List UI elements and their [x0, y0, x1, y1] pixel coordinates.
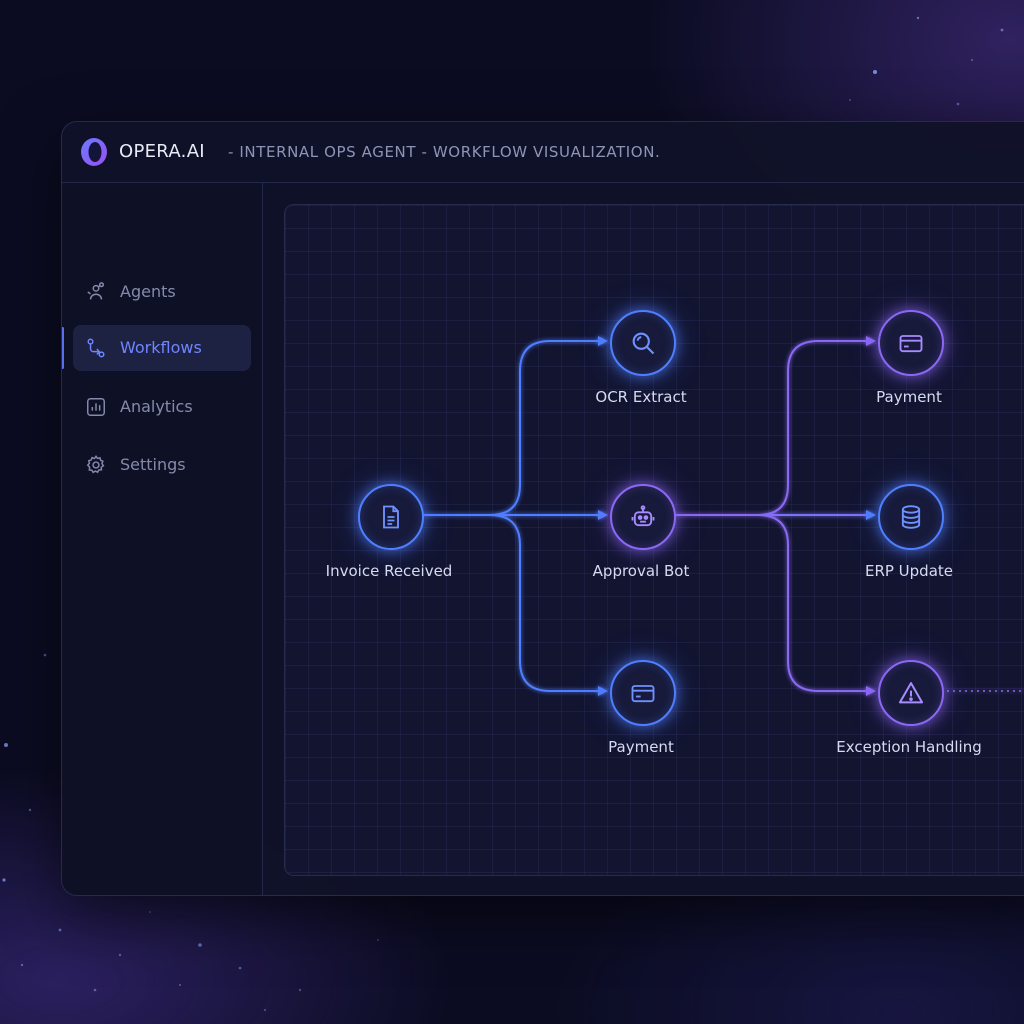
node-label: Exception Handling — [836, 738, 982, 756]
sidebar-item-label: Analytics — [120, 397, 193, 416]
sidebar-item-label: Settings — [120, 455, 186, 474]
title-bar: OPERA.AI - INTERNAL OPS AGENT - WORKFLOW… — [62, 122, 1024, 183]
analytics-icon — [87, 398, 105, 416]
node-exception-handling[interactable] — [878, 660, 944, 726]
node-label: Invoice Received — [325, 562, 453, 580]
edge-invoice-ocr — [423, 336, 608, 516]
database-icon — [901, 505, 921, 529]
workflow-canvas[interactable]: Invoice Received OCR Extract Approval Bo… — [284, 204, 1024, 876]
sidebar-item-workflows[interactable]: Workflows — [62, 325, 251, 371]
node-ocr-extract[interactable] — [610, 310, 676, 376]
agents-icon — [87, 282, 105, 300]
search-icon — [632, 332, 655, 355]
node-invoice-received[interactable] — [358, 484, 424, 550]
window-subtitle: - INTERNAL OPS AGENT - WORKFLOW VISUALIZ… — [228, 143, 661, 161]
workflow-connections — [423, 336, 1024, 696]
credit-card-icon — [899, 335, 923, 353]
app-brand: OPERA.AI — [119, 141, 205, 162]
edge-approval-payment — [675, 336, 876, 516]
node-payment-right[interactable] — [878, 310, 944, 376]
node-payment-middle[interactable] — [610, 660, 676, 726]
node-label: Payment — [608, 738, 674, 756]
warning-icon — [898, 682, 924, 704]
sidebar-item-settings[interactable]: Settings — [73, 442, 251, 488]
node-approval-bot[interactable] — [610, 484, 676, 550]
robot-icon — [631, 505, 655, 527]
sidebar-item-label: Agents — [120, 282, 176, 301]
active-indicator — [62, 327, 64, 369]
gear-icon — [86, 455, 105, 474]
node-erp-update[interactable] — [878, 484, 944, 550]
sidebar-item-label: Workflows — [120, 338, 202, 357]
edge-approval-exception — [675, 514, 876, 696]
sidebar-item-analytics[interactable]: Analytics — [73, 384, 251, 430]
edge-invoice-payment — [423, 514, 608, 696]
document-icon — [383, 505, 399, 529]
node-label: OCR Extract — [595, 388, 687, 406]
credit-card-icon — [631, 685, 655, 703]
workflow-icon — [87, 338, 105, 358]
node-label: Approval Bot — [592, 562, 690, 580]
app-window: OPERA.AI - INTERNAL OPS AGENT - WORKFLOW… — [61, 121, 1024, 896]
node-label: ERP Update — [864, 562, 954, 580]
opera-logo-icon — [81, 138, 107, 166]
sidebar-item-agents[interactable]: Agents — [73, 269, 251, 315]
node-label: Payment — [876, 388, 942, 406]
sidebar: Agents Workflows Analytics — [62, 183, 263, 895]
